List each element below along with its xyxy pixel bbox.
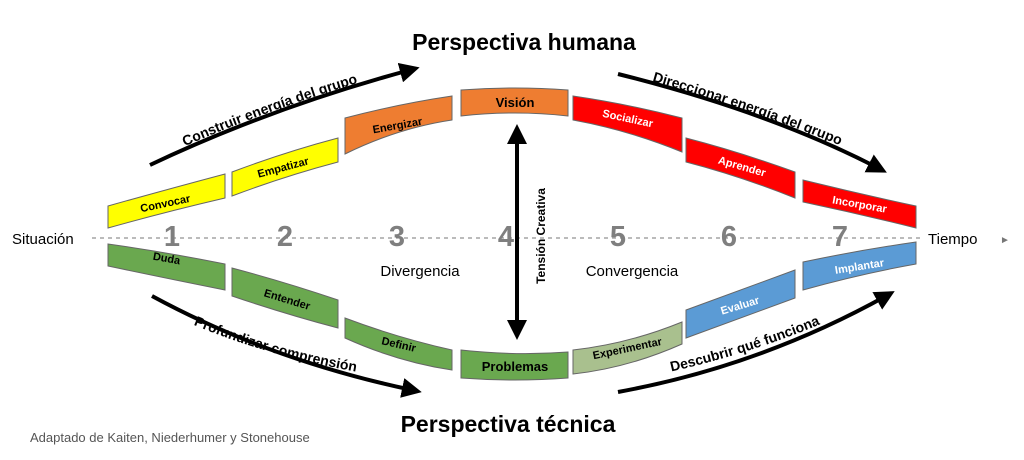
step-numbers: 1 2 3 4 5 6 7 [164, 221, 848, 253]
top-segments [107, 87, 917, 229]
seg-bot-1-label: Duda [152, 251, 182, 268]
step-number-7: 7 [832, 221, 848, 253]
arrow-top-right [617, 72, 887, 173]
seg-top-7 [802, 179, 917, 229]
bottom-segments [107, 241, 917, 381]
seg-bot-2 [231, 267, 339, 329]
bottom-title: Perspectiva técnica [401, 411, 616, 437]
seg-top-4-label: Visión [496, 95, 535, 110]
arrow-bottom-left [151, 294, 422, 398]
axis-right-label: Tiempo [928, 231, 977, 248]
seg-top-3 [344, 95, 453, 155]
seg-bot-7 [802, 241, 917, 291]
seg-bot-4-label: Problemas [482, 359, 548, 374]
seg-top-5 [572, 95, 683, 153]
seg-bot-4 [460, 349, 569, 381]
tension-label: Tensión Creativa [534, 188, 548, 284]
step-number-3: 3 [389, 221, 405, 253]
seg-bot-5 [572, 321, 683, 375]
step-number-2: 2 [277, 221, 293, 253]
axis-right-arrow-icon: ► [1000, 235, 1010, 246]
zone-convergencia: Convergencia [586, 263, 679, 280]
step-number-4: 4 [498, 221, 514, 253]
arrow-bottom-right [617, 291, 895, 394]
credit-text: Adaptado de Kaiten, Niederhumer y Stoneh… [30, 430, 310, 445]
top-title: Perspectiva humana [412, 29, 636, 55]
arrow-top-left [149, 62, 420, 167]
step-number-1: 1 [164, 221, 180, 253]
seg-bot-6 [685, 269, 796, 339]
seg-bot-3 [344, 317, 453, 371]
seg-top-4 [460, 87, 569, 117]
step-number-5: 5 [610, 221, 626, 253]
arrow-label-top-left-text: Construir energía del grupo [180, 70, 359, 149]
seg-top-1 [107, 173, 226, 229]
zone-divergencia: Divergencia [380, 263, 460, 280]
arrow-label-top-left: Construir energía del grupo [180, 70, 359, 149]
seg-top-6 [685, 137, 796, 199]
seg-bot-1 [107, 243, 226, 291]
axis-left-label: Situación [12, 231, 74, 248]
step-number-6: 6 [721, 221, 737, 253]
seg-top-2 [231, 137, 339, 197]
